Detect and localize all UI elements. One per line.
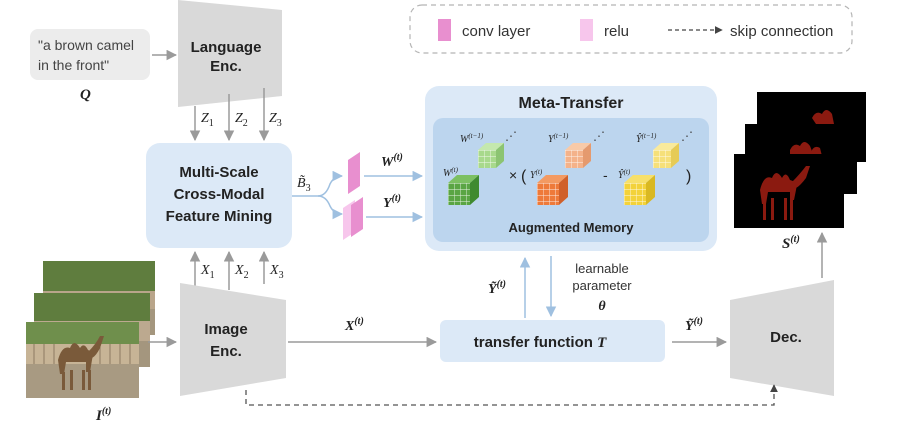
w-t-label: W(t) [381, 152, 403, 170]
mask-frame-front [734, 154, 844, 228]
yhat-cur-label: Ŷ(t) [618, 168, 631, 181]
yhat-dots: ⋰ [681, 129, 693, 143]
query-line1: "a brown camel [38, 37, 134, 53]
language-encoder-line2: Enc. [210, 58, 242, 75]
cube-y-prev [565, 143, 591, 168]
language-encoder: Language Enc. [178, 0, 282, 107]
yhat-prev-label: Ŷ(t−1) [636, 132, 657, 145]
z1-label: Z1 [201, 111, 214, 129]
cube-yhat-cur [624, 175, 655, 205]
learnable-line2: parameter [572, 278, 632, 293]
cube-w-cur [448, 175, 479, 205]
camel-icon [58, 336, 104, 390]
legend: conv layer relu skip connection [409, 4, 853, 54]
legend-conv-swatch [438, 19, 451, 41]
cube-w-prev [478, 143, 504, 168]
query-line2: in the front" [38, 57, 109, 73]
w-dots: ⋰ [505, 129, 517, 143]
query-symbol: Q [80, 87, 91, 103]
input-frame-front [26, 322, 139, 398]
decoder-label: Dec. [770, 329, 802, 346]
x1-label: X1 [200, 263, 215, 281]
image-encoder: Image Enc. [180, 283, 286, 396]
w-prev-label: W(t−1) [460, 132, 484, 145]
legend-relu-swatch [580, 19, 593, 41]
ytilde-t-label: Ỹ(t) [488, 279, 506, 297]
skip-connection-line [245, 384, 778, 406]
meta-transfer-panel: Meta-Transfer Augmented Memory [425, 86, 717, 251]
y-head-block [343, 197, 363, 240]
z3-label: Z3 [269, 111, 282, 129]
s-t-label: S(t) [782, 234, 800, 252]
learnable-line1: learnable [575, 261, 629, 276]
theta-symbol: θ [598, 299, 606, 314]
legend-conv-label: conv layer [462, 23, 530, 40]
mining-line2: Cross-Modal [174, 186, 265, 203]
augmented-memory-label: Augmented Memory [509, 220, 635, 235]
w-cur-label: W(t) [443, 166, 459, 179]
z-arrows [189, 88, 270, 142]
cube-yhat-prev [653, 143, 679, 168]
camel-mask-icon [760, 166, 810, 220]
y-prev-label: Y(t−1) [548, 132, 569, 145]
decoder: Dec. [730, 280, 834, 396]
y-t-label: Y(t) [383, 193, 401, 211]
query-box [30, 29, 150, 80]
w-head-block [348, 152, 360, 194]
transfer-function-label: transfer function T [474, 334, 607, 351]
open-paren: ( [521, 168, 527, 185]
minus-sign: - [603, 167, 608, 183]
output-mask-stack [734, 92, 866, 228]
legend-relu-label: relu [604, 23, 629, 40]
transfer-function-box: transfer function T [440, 320, 665, 362]
image-encoder-line2: Enc. [210, 343, 242, 360]
mining-line1: Multi-Scale [179, 164, 258, 181]
b3-split [292, 170, 344, 220]
x3-label: X3 [269, 263, 284, 281]
cube-y-cur [537, 175, 568, 205]
x-t-label: X(t) [344, 316, 364, 334]
y-cur-label: Y(t) [530, 168, 543, 181]
language-encoder-line1: Language [191, 39, 262, 56]
b3-label: B̃3 [297, 175, 311, 194]
image-encoder-line1: Image [204, 321, 247, 338]
i-t-label: I(t) [95, 406, 111, 424]
ytilde-out-label: Ỹ(t) [685, 316, 703, 334]
feature-mining-block: Multi-Scale Cross-Modal Feature Mining [146, 143, 292, 248]
z2-label: Z2 [235, 111, 248, 129]
meta-transfer-title: Meta-Transfer [519, 95, 624, 112]
close-paren: ) [686, 168, 691, 185]
query: "a brown camel in the front" Q [30, 29, 150, 103]
x2-label: X2 [234, 263, 249, 281]
input-image-stack [26, 261, 155, 398]
legend-skip-label: skip connection [730, 23, 833, 40]
y-dots: ⋰ [593, 129, 605, 143]
mining-line3: Feature Mining [166, 208, 273, 225]
times-sign: × [509, 167, 517, 183]
